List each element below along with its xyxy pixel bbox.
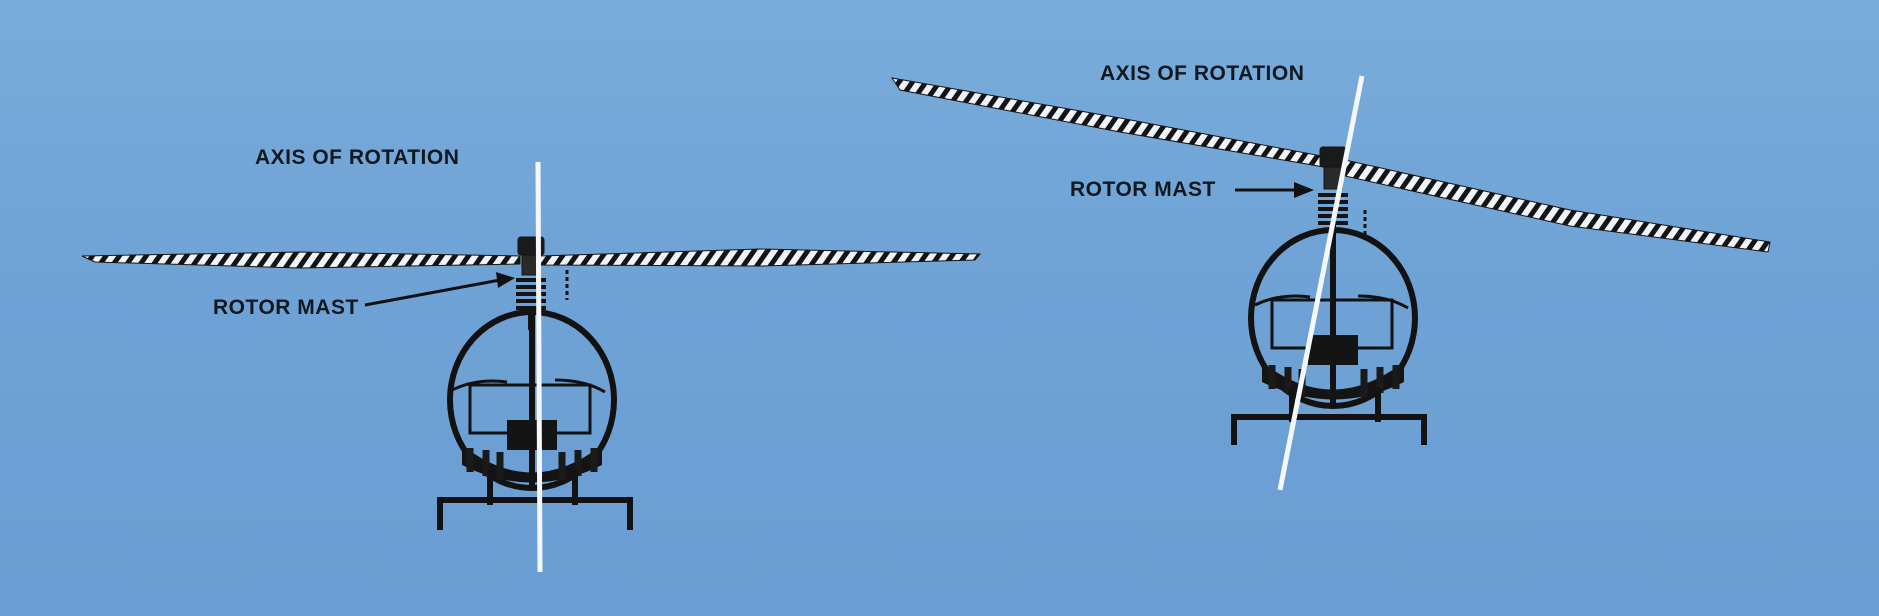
rotor-blade-left-b <box>539 248 982 267</box>
rotor-mast-label-left: ROTOR MAST <box>213 296 359 319</box>
helicopter-right <box>890 75 1771 491</box>
mast-pointer-right <box>1235 182 1314 198</box>
rotor-blade-left-a <box>81 251 521 269</box>
axis-of-rotation-label-left: AXIS OF ROTATION <box>255 146 460 169</box>
mast-pointer-left <box>364 272 515 307</box>
axis-of-rotation-left <box>535 161 543 573</box>
cabin-right <box>1248 227 1418 409</box>
landing-skid-right <box>1231 388 1427 445</box>
rotor-blade-right-b <box>1344 159 1771 253</box>
landing-skid-left <box>437 470 633 530</box>
cabin-left <box>447 309 617 491</box>
rotor-mast-label-right: ROTOR MAST <box>1070 178 1216 201</box>
axis-of-rotation-right <box>1277 75 1365 491</box>
helicopter-left <box>81 161 982 573</box>
axis-of-rotation-label-right: AXIS OF ROTATION <box>1100 62 1305 85</box>
rotor-blade-right-a <box>890 77 1333 169</box>
